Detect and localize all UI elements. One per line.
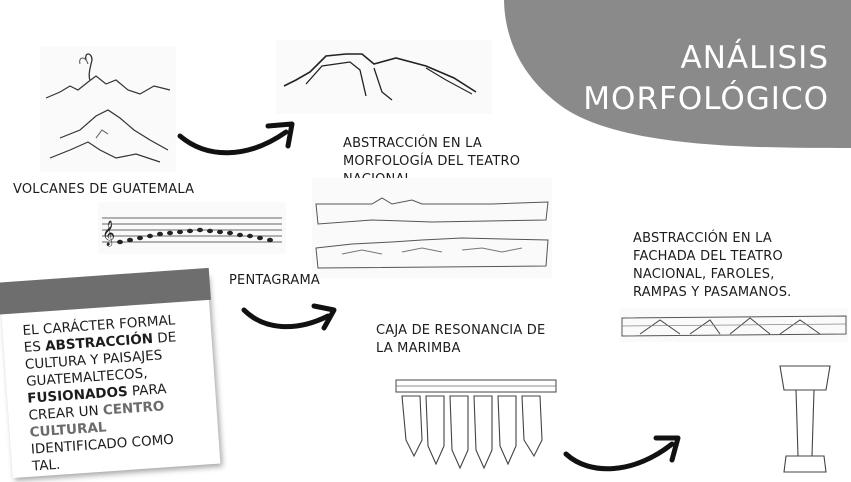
marimba-drawing (395, 379, 557, 470)
note-text: EL CARÁCTER FORMAL ES ABSTRACCIÓN DE CUL… (22, 312, 177, 475)
summary-note-card: EL CARÁCTER FORMAL ES ABSTRACCIÓN DE CUL… (0, 267, 221, 479)
volcano-drawing (45, 53, 171, 163)
theatre-profile-strips (312, 178, 552, 278)
music-staff-image: 𝄞 (98, 202, 286, 254)
title-background-shape (504, 0, 851, 148)
arrow-right-1 (177, 121, 295, 156)
label-pentagrama: PENTAGRAMA (229, 273, 320, 288)
volcanoes-sketch-image (40, 46, 176, 172)
svg-text:𝄞: 𝄞 (102, 220, 115, 246)
arrow-right-3 (563, 435, 681, 472)
theatre-morphology-image (276, 40, 492, 114)
theatre-silhouette (283, 53, 477, 101)
page-title: ANÁLISIS MORFOLÓGICO (583, 38, 829, 120)
title-line-2: MORFOLÓGICO (583, 81, 829, 117)
facade-strip-image (620, 308, 848, 342)
facade-drawing (621, 315, 847, 337)
arrow-right-2 (241, 303, 337, 331)
lamp-drawing (779, 365, 831, 473)
lamp-post-image (776, 362, 834, 476)
marimba-resonator-image (392, 376, 560, 476)
title-line-1: ANÁLISIS (680, 40, 829, 76)
label-caja-resonancia: CAJA DE RESONANCIA DE LA MARIMBA (376, 323, 546, 356)
staff-drawing: 𝄞 (102, 217, 282, 246)
label-volcanes: VOLCANES DE GUATEMALA (13, 182, 195, 197)
profile-strips-drawing (315, 197, 549, 269)
label-abstraccion-fachada: ABSTRACCIÓN EN LA FACHADA DEL TEATRO NAC… (633, 231, 792, 300)
